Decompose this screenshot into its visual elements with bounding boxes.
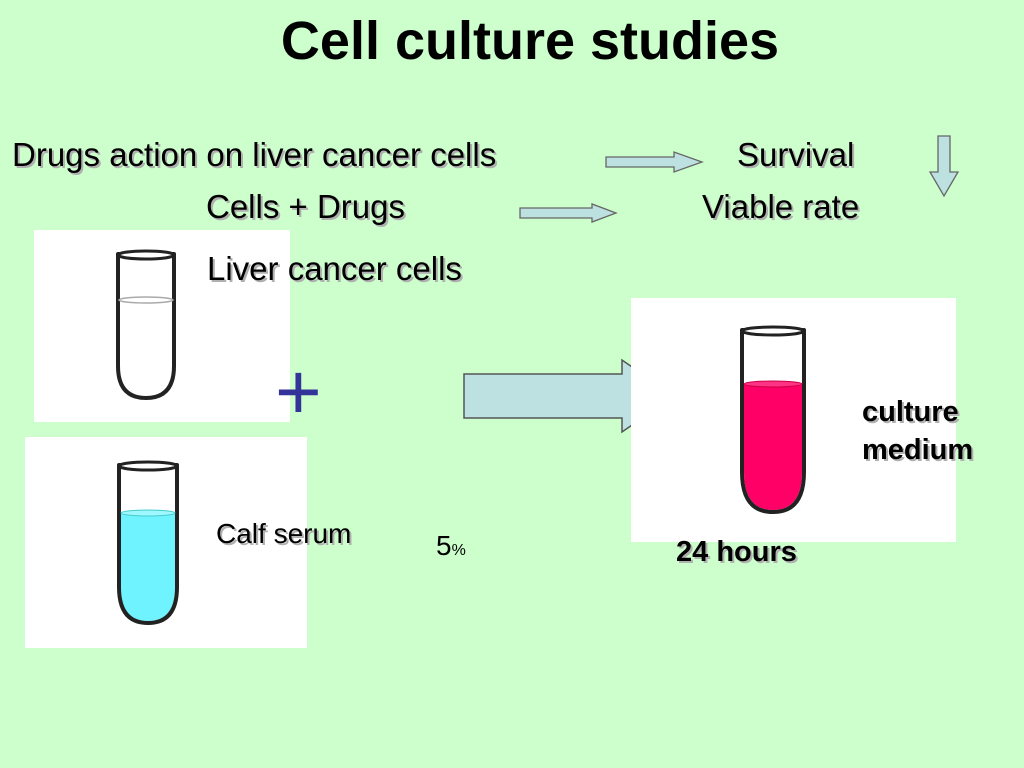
drugs-action-text: Drugs action on liver cancer cells: [12, 136, 497, 173]
survival-text: Survival: [737, 136, 855, 173]
cells-drugs-text: Cells + Drugs: [206, 188, 405, 225]
plus-sign: +: [275, 347, 322, 436]
calf-serum-label: Calf serum: [216, 518, 352, 549]
serum-percent-unit: %: [451, 542, 466, 559]
serum-percentage: 5%: [436, 530, 466, 562]
test-tube-icon: [117, 460, 179, 625]
page-title: Cell culture studies: [280, 11, 780, 71]
medium-tube-panel: [631, 298, 956, 542]
test-tube-icon: [116, 249, 176, 400]
serum-percent-value: 5: [436, 530, 452, 561]
culture-medium-line-1: culture: [862, 396, 959, 428]
viable-rate-text: Viable rate: [702, 188, 860, 225]
culture-medium-line-2: medium: [862, 434, 974, 466]
culture-medium-label: culture medium: [862, 393, 973, 469]
down-arrow: [928, 135, 960, 198]
arrow-to-survival: [605, 151, 704, 173]
arrow-to-viable-rate: [519, 203, 618, 223]
test-tube-icon: [740, 325, 806, 514]
serum-tube-panel: [25, 437, 307, 648]
duration-label: 24 hours: [676, 536, 797, 568]
empty-tube-panel: [34, 230, 290, 422]
liver-cancer-cells-label: Liver cancer cells: [207, 250, 462, 287]
